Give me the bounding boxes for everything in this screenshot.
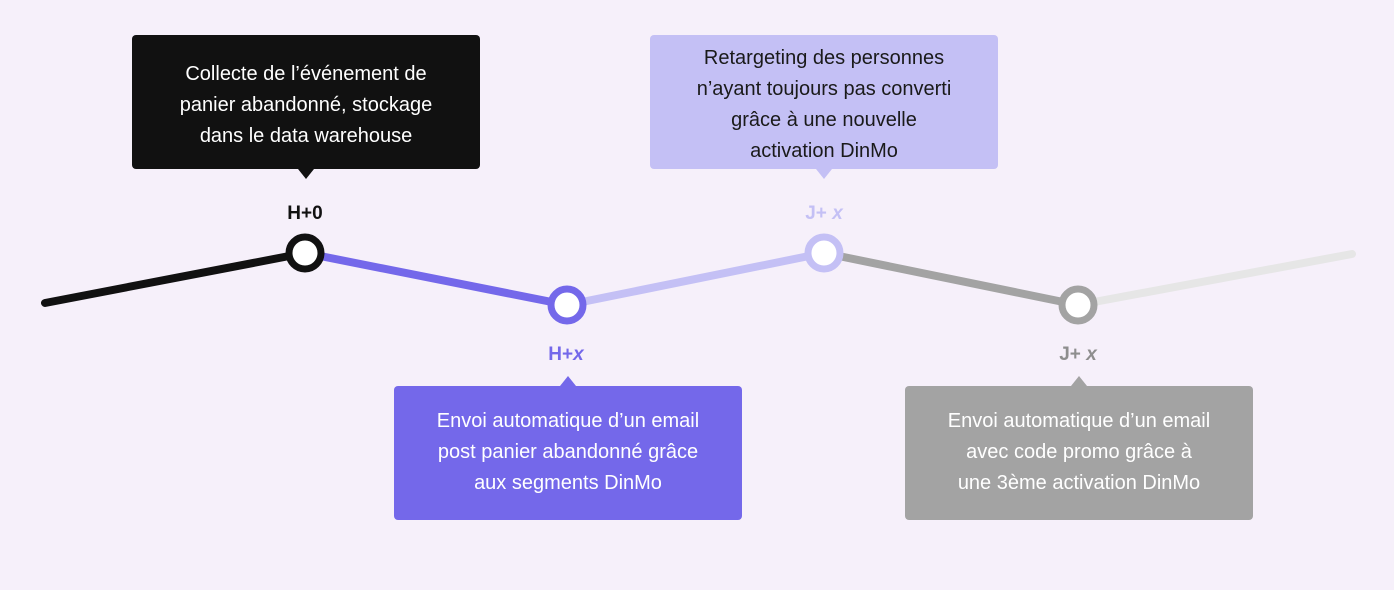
- node-step-4: [1058, 285, 1098, 325]
- callout-line: avec code promo grâce à: [966, 441, 1192, 463]
- callout-line: Collecte de l’événement de: [185, 63, 427, 85]
- callout-line: Envoi automatique d’un email: [436, 410, 700, 432]
- callout-line: panier abandonné, stockage: [179, 94, 433, 116]
- callout-line: Envoi automatique d’un email: [947, 410, 1211, 432]
- callout-line: activation DinMo: [750, 140, 898, 162]
- callout-line: aux segments DinMo: [474, 472, 662, 494]
- callout-line: Retargeting des personnes: [703, 47, 945, 69]
- callout-step-3: Retargeting des personnes n’ayant toujou…: [650, 35, 998, 179]
- label-var: x: [832, 203, 843, 224]
- callout-line: une 3ème activation DinMo: [957, 472, 1201, 494]
- label-step-1: H+0: [245, 203, 365, 225]
- callout-step-2: Envoi automatique d’un email post panier…: [394, 376, 742, 520]
- node-step-1: [285, 233, 325, 273]
- label-main: J+: [805, 203, 833, 224]
- label-main: H+0: [287, 203, 323, 224]
- label-var: x: [1086, 344, 1097, 365]
- segment-jx-jx2: [820, 249, 1082, 309]
- segment-start: [41, 249, 309, 307]
- callout-line: grâce à une nouvelle: [731, 109, 917, 131]
- segment-h0-hx: [301, 249, 571, 309]
- label-main: H+: [548, 344, 574, 365]
- callout-line: dans le data warehouse: [199, 125, 413, 147]
- label-main: J+: [1059, 344, 1087, 365]
- label-var: x: [573, 344, 584, 365]
- label-step-3: J+ x: [764, 203, 884, 225]
- node-step-2: [547, 285, 587, 325]
- callout-step-4: Envoi automatique d’un email avec code p…: [905, 376, 1253, 520]
- segment-hx-jx: [563, 249, 828, 309]
- segment-end: [1074, 250, 1356, 309]
- callout-line: post panier abandonné grâce: [437, 441, 699, 463]
- node-step-3: [804, 233, 844, 273]
- callout-step-1: Collecte de l’événement de panier abando…: [132, 35, 480, 179]
- callout-line: n’ayant toujours pas converti: [696, 78, 952, 100]
- label-step-2: H+x: [506, 344, 626, 366]
- label-step-4: J+ x: [1018, 344, 1138, 366]
